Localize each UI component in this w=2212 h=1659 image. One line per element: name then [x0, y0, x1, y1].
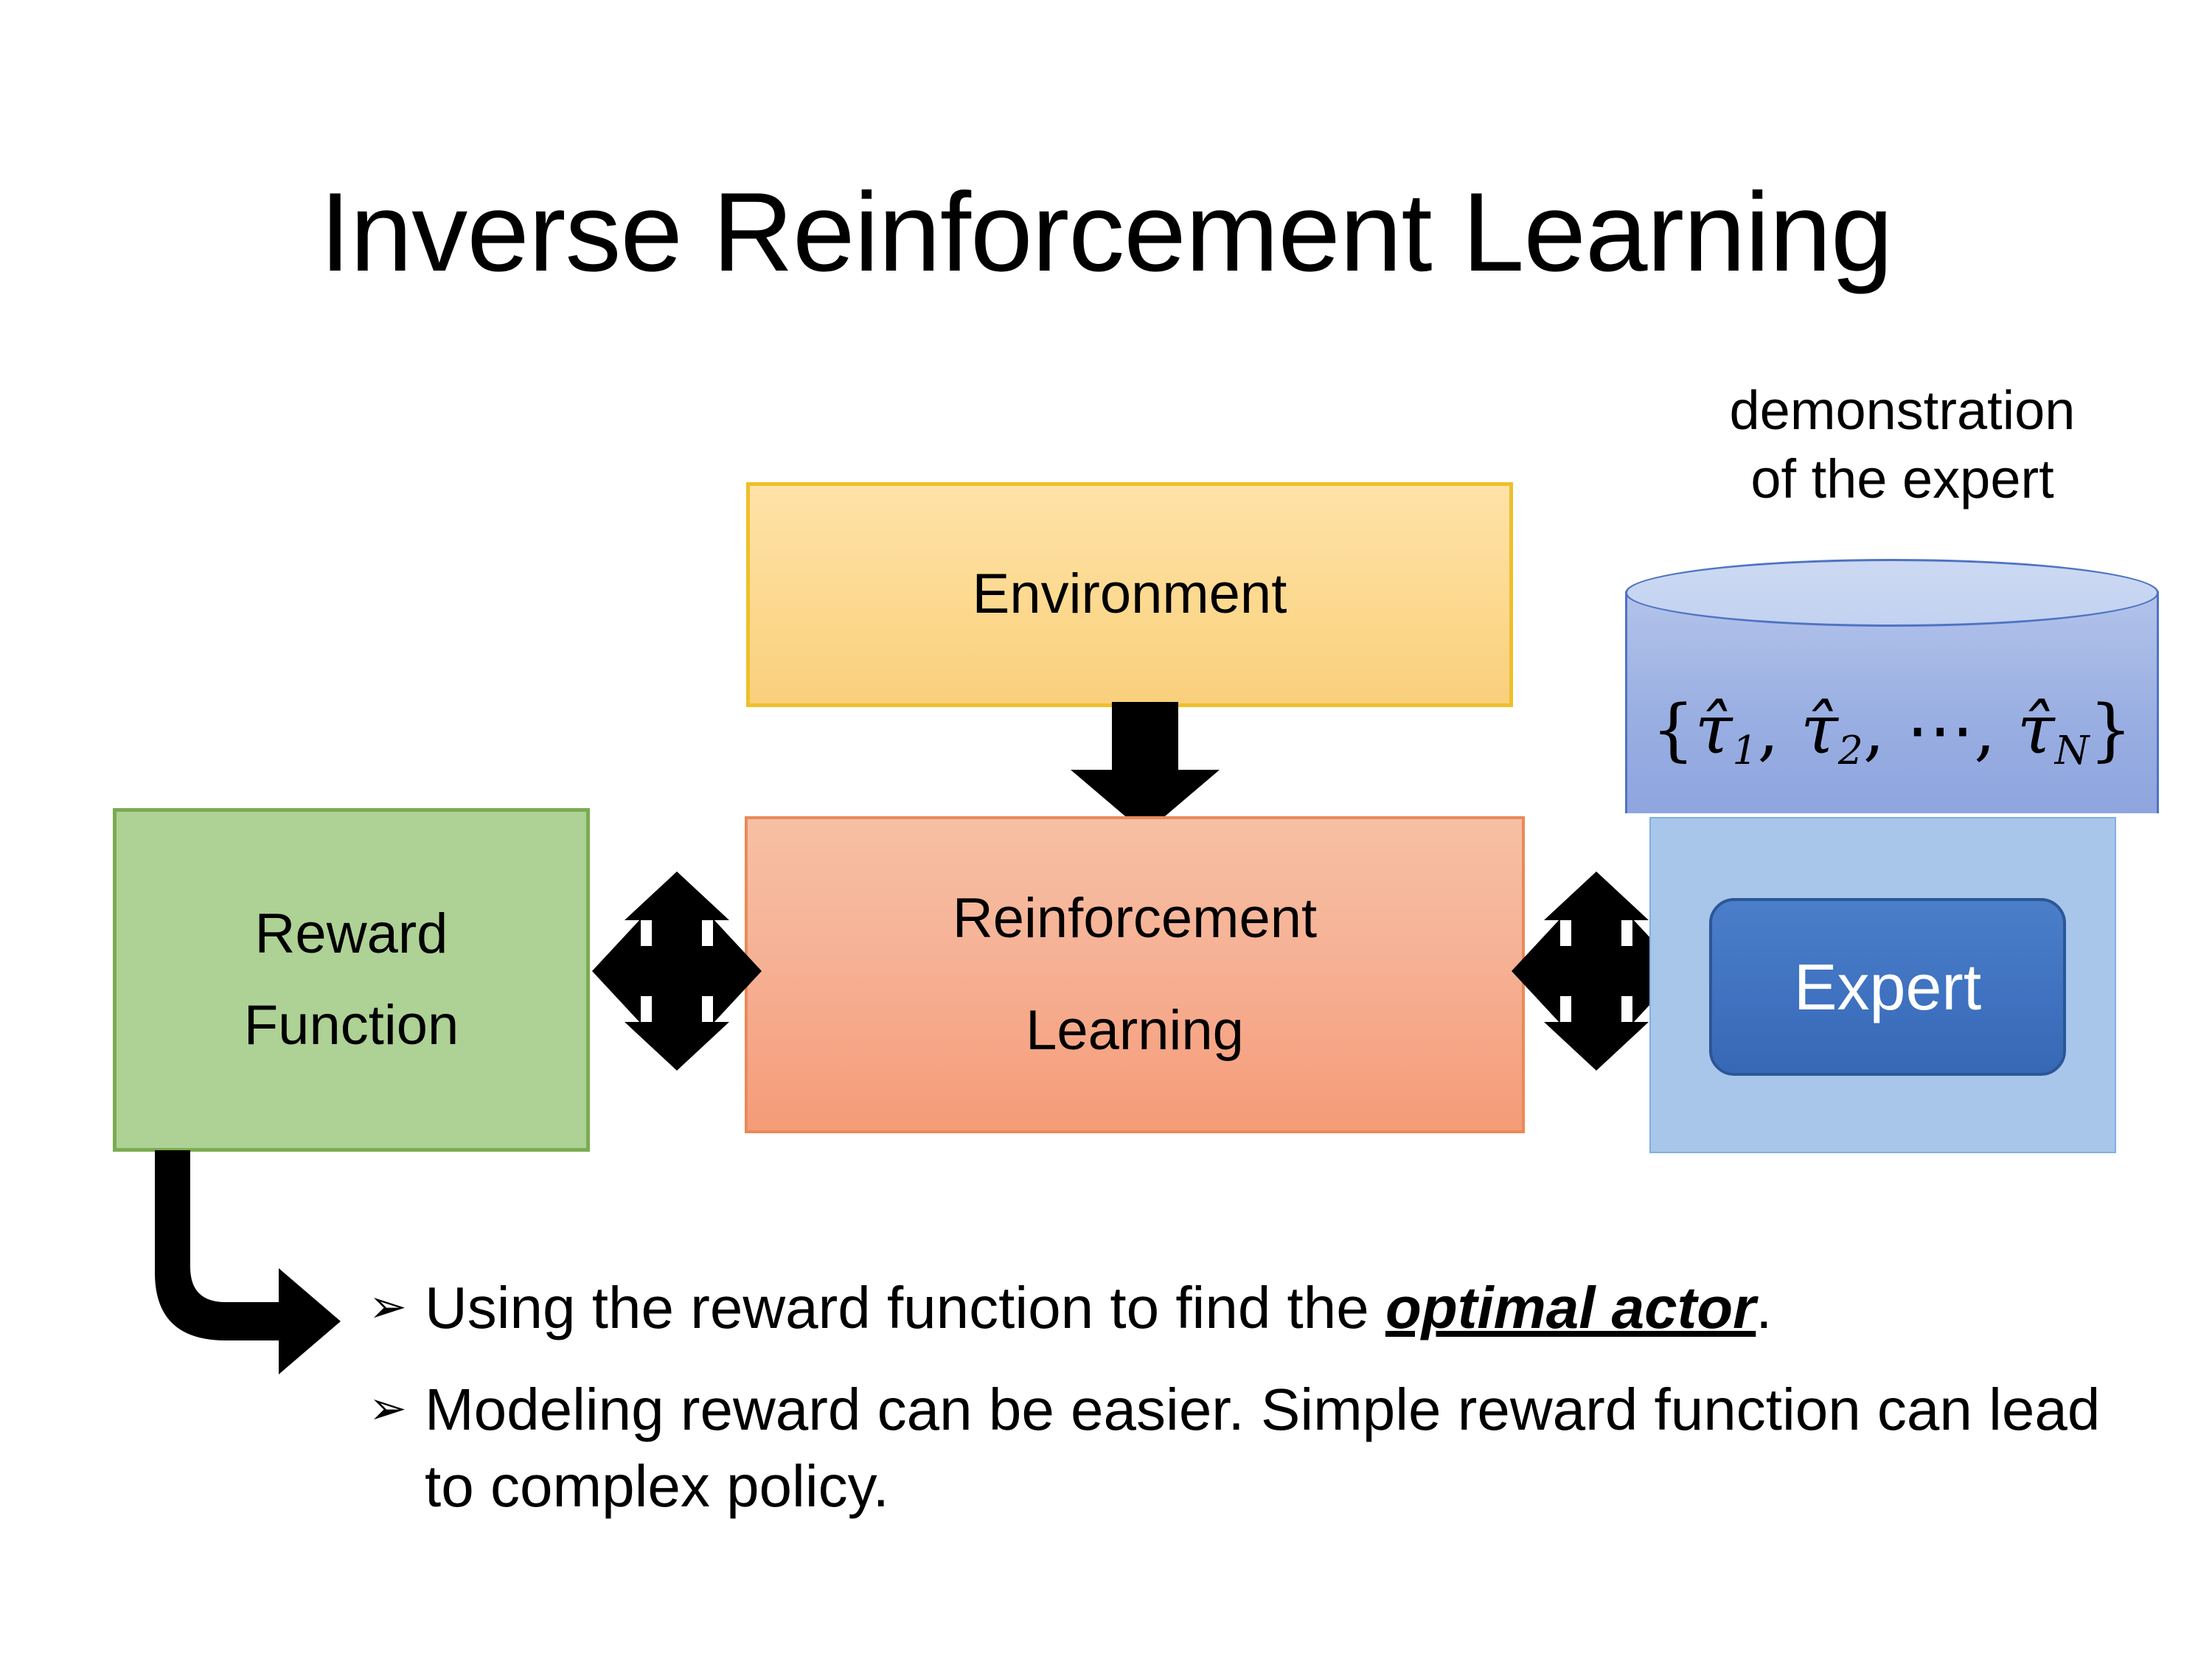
bullet-text-2: Modeling reward can be easier. Simple re… — [425, 1371, 2138, 1525]
demonstration-caption-line2: of the expert — [1750, 448, 2054, 510]
formula-tau-2: τ̂ — [1800, 690, 1838, 769]
demonstration-caption: demonstration of the expert — [1622, 376, 2183, 513]
bullet-2-prefix: Modeling reward can be easier. Simple re… — [425, 1377, 2101, 1519]
bullet-1-prefix: Using the reward function to find the — [425, 1275, 1385, 1340]
formula-sub-2: 2 — [1837, 726, 1863, 773]
bullet-1-emphasis: optimal actor — [1385, 1275, 1756, 1340]
list-item: ➢ Modeling reward can be easier. Simple … — [369, 1371, 2138, 1525]
reinforcement-learning-box[interactable]: Reinforcement Learning — [745, 816, 1525, 1133]
four-way-arrow-reward-rl-icon — [592, 872, 762, 1071]
trajectory-set-formula: {τ̂1, τ̂2, ⋯, τ̂N} — [1625, 690, 2159, 773]
expert-label: Expert — [1793, 950, 1982, 1023]
page-title: Inverse Reinforcement Learning — [319, 170, 1893, 295]
demonstration-caption-line1: demonstration — [1729, 380, 2076, 441]
expert-box[interactable]: Expert — [1709, 898, 2066, 1076]
bullet-marker-icon: ➢ — [369, 1279, 407, 1333]
bullet-marker-icon: ➢ — [369, 1381, 407, 1435]
formula-sub-n: N — [2054, 726, 2090, 773]
bullet-1-suffix: . — [1756, 1275, 1773, 1340]
cylinder-body — [1625, 592, 2159, 813]
bullet-list: ➢ Using the reward function to find the … — [369, 1270, 2138, 1550]
formula-close-brace: } — [2089, 690, 2132, 769]
rl-label-line2: Learning — [1026, 999, 1244, 1062]
environment-label: Environment — [972, 563, 1287, 626]
reward-function-box[interactable]: Reward Function — [113, 808, 590, 1152]
formula-sub-1: 1 — [1732, 726, 1758, 773]
bullet-text-1: Using the reward function to find the op… — [425, 1270, 2138, 1346]
formula-sep-1: , — [1757, 690, 1801, 769]
cylinder-top-ellipse — [1625, 559, 2159, 627]
formula-open-brace: { — [1652, 690, 1695, 769]
environment-box[interactable]: Environment — [746, 482, 1513, 707]
rl-label-line1: Reinforcement — [952, 886, 1318, 950]
formula-tau-1: τ̂ — [1694, 690, 1733, 769]
reward-label-line1: Reward — [254, 902, 448, 965]
elbow-arrow-reward-to-bullets-icon — [155, 1150, 341, 1374]
four-way-arrow-rl-expert-icon — [1512, 872, 1681, 1071]
reward-label-line2: Function — [243, 994, 459, 1057]
formula-sep-2: , ⋯, — [1863, 690, 2017, 769]
arrow-environment-to-rl-icon — [1071, 702, 1220, 833]
list-item: ➢ Using the reward function to find the … — [369, 1270, 2138, 1346]
formula-tau-n: τ̂ — [2017, 690, 2055, 769]
demonstration-cylinder[interactable]: {τ̂1, τ̂2, ⋯, τ̂N} — [1625, 559, 2159, 848]
